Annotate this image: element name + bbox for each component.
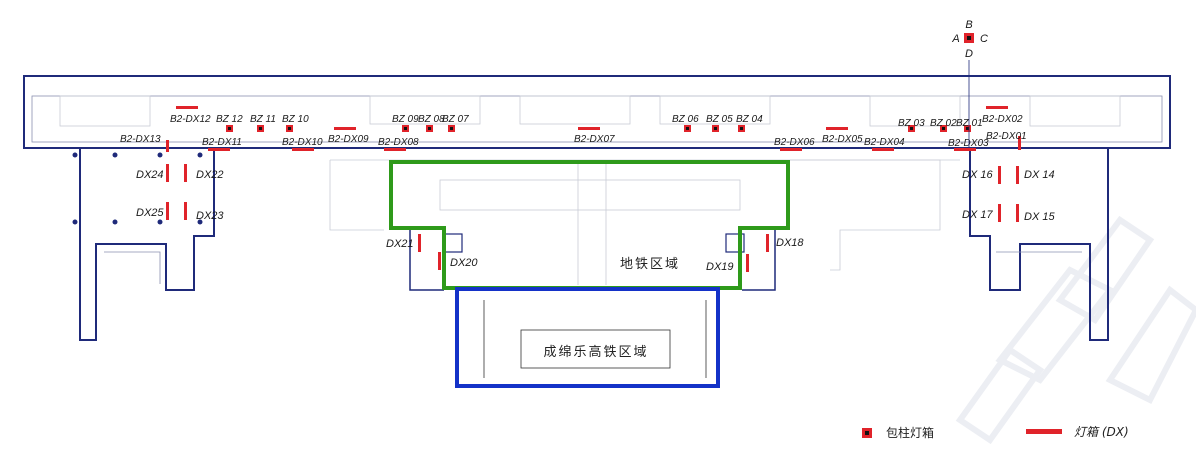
label-b2dx01: B2-DX01 <box>986 131 1027 142</box>
label-dx19: DX19 <box>706 261 734 273</box>
pillar-bz03 <box>908 125 915 132</box>
pillar-bz12 <box>226 125 233 132</box>
label-b2dx08: B2-DX08 <box>378 137 419 148</box>
pillar-bz11 <box>257 125 264 132</box>
lightbox-b2dx11 <box>208 148 230 151</box>
compass: B A C D <box>951 19 988 148</box>
lightbox-b2dx06 <box>780 148 802 151</box>
metro-zone-outline <box>389 160 790 290</box>
lightbox-dx21 <box>418 234 421 252</box>
legend-pillar-label: 包柱灯箱 <box>886 425 934 440</box>
pillar-group <box>226 125 971 132</box>
lightbox-dx22 <box>184 164 187 182</box>
label-bz12: BZ 12 <box>216 114 243 125</box>
compass-north: B <box>965 19 972 31</box>
legend-lightbox-icon <box>1026 429 1062 434</box>
lightbox-dx24 <box>166 164 169 182</box>
lightbox-b2dx10 <box>292 148 314 151</box>
label-dx16: DX 16 <box>962 169 993 181</box>
lightbox-dx17 <box>998 204 1001 222</box>
compass-east: C <box>980 33 988 45</box>
label-b2dx10: B2-DX10 <box>282 137 323 148</box>
pillar-bz06 <box>684 125 691 132</box>
label-dx14: DX 14 <box>1024 169 1055 181</box>
metro-zone-label: 地铁区域 <box>620 257 680 272</box>
label-bz03: BZ 03 <box>898 118 925 129</box>
lightbox-dx15 <box>1016 204 1019 222</box>
legend-lightbox-label: 灯箱 (DX) <box>1074 425 1129 439</box>
pillar-bz02 <box>940 125 947 132</box>
lightbox-b2dx08 <box>384 148 406 151</box>
pillar-bz07 <box>448 125 455 132</box>
label-dx21: DX21 <box>386 238 414 250</box>
pillar-bz09 <box>402 125 409 132</box>
pillar-bz04 <box>738 125 745 132</box>
label-b2dx09: B2-DX09 <box>328 134 369 145</box>
label-b2dx02: B2-DX02 <box>982 114 1023 125</box>
hsr-zone-label: 成绵乐高铁区域 <box>543 344 648 360</box>
label-b2dx03: B2-DX03 <box>948 138 989 149</box>
label-bz07: BZ 07 <box>442 114 469 125</box>
pillar-bz10 <box>286 125 293 132</box>
label-bz06: BZ 06 <box>672 114 699 125</box>
compass-south: D <box>965 48 973 60</box>
compass-west: A <box>951 33 959 45</box>
label-bz02: BZ 02 <box>930 118 957 129</box>
label-bz05: BZ 05 <box>706 114 733 125</box>
lightbox-b2dx13 <box>166 140 169 152</box>
legend: 包柱灯箱 灯箱 (DX) <box>862 425 1129 440</box>
label-bz11: BZ 11 <box>250 114 276 125</box>
label-dx24: DX24 <box>136 169 164 181</box>
background-decoration <box>955 215 1196 445</box>
hsr-zone-outline <box>455 287 720 388</box>
lightbox-b2dx07 <box>578 127 600 130</box>
label-b2dx06: B2-DX06 <box>774 137 815 148</box>
label-dx15: DX 15 <box>1024 211 1055 223</box>
lightbox-b2dx02 <box>986 106 1008 109</box>
label-bz10: BZ 10 <box>282 114 309 125</box>
lightbox-group <box>166 106 1021 272</box>
hsr-zone-label-box <box>520 329 671 369</box>
label-b2dx04: B2-DX04 <box>864 137 905 148</box>
lightbox-dx14 <box>1016 166 1019 184</box>
lightbox-b2dx09 <box>334 127 356 130</box>
label-bz09: BZ 09 <box>392 114 419 125</box>
lightbox-dx20 <box>438 252 441 270</box>
pillar-bz01 <box>964 125 971 132</box>
label-dx22: DX22 <box>196 169 224 181</box>
lightbox-dx23 <box>184 202 187 220</box>
label-b2dx13: B2-DX13 <box>120 134 161 145</box>
label-dx18: DX18 <box>776 237 804 249</box>
lightbox-b2dx12 <box>176 106 198 109</box>
lightbox-b2dx03 <box>954 148 976 151</box>
label-b2dx12: B2-DX12 <box>170 114 211 125</box>
lightbox-dx19 <box>746 254 749 272</box>
label-dx25: DX25 <box>136 207 164 219</box>
lightbox-dx25 <box>166 202 169 220</box>
pillar-bz05 <box>712 125 719 132</box>
lightbox-b2dx04 <box>872 148 894 151</box>
label-dx23: DX23 <box>196 210 224 222</box>
label-b2dx11: B2-DX11 <box>202 137 242 148</box>
label-b2dx05: B2-DX05 <box>822 134 863 145</box>
lightbox-dx18 <box>766 234 769 252</box>
label-bz08: BZ 08 <box>418 114 445 125</box>
label-dx17: DX 17 <box>962 209 993 221</box>
label-b2dx07: B2-DX07 <box>574 134 615 145</box>
pillar-bz08 <box>426 125 433 132</box>
label-bz04: BZ 04 <box>736 114 763 125</box>
lightbox-b2dx01 <box>1018 136 1021 150</box>
lightbox-b2dx05 <box>826 127 848 130</box>
structural-columns <box>72 152 203 225</box>
labels: B2-DX12 B2-DX13 B2-DX11 B2-DX10 B2-DX09 … <box>120 114 1055 273</box>
label-dx20: DX20 <box>450 257 478 269</box>
lightbox-dx16 <box>998 166 1001 184</box>
